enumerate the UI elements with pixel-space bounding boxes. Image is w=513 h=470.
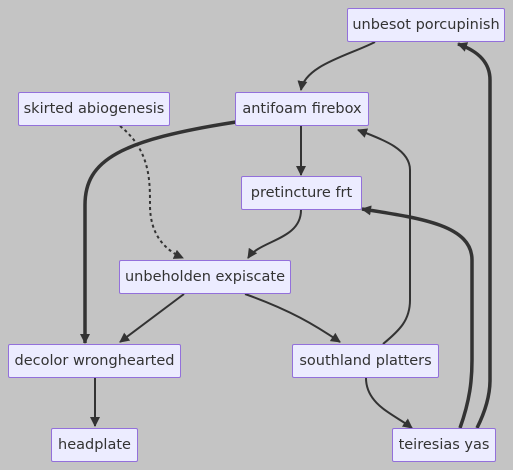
edge-pretincture-frt-to-unbeholden-expiscate	[247, 209, 302, 259]
node-antifoam-firebox[interactable]: antifoam firebox	[235, 92, 369, 126]
edge-unbeholden-expiscate-to-southland-platters	[244, 293, 341, 343]
node-pretincture-frt[interactable]: pretincture frt	[241, 176, 362, 210]
node-headplate[interactable]: headplate	[51, 428, 138, 462]
edge-teiresias-yas-to-pretincture-frt	[361, 205, 474, 429]
edge-antifoam-firebox-to-decolor-wronghearted	[80, 120, 237, 344]
node-unbesot-porcupinish[interactable]: unbesot porcupinish	[347, 8, 505, 42]
edge-unbesot-porcupinish-to-antifoam-firebox	[297, 41, 376, 91]
node-decolor-wronghearted[interactable]: decolor wronghearted	[8, 344, 181, 378]
edge-unbeholden-expiscate-to-decolor-wronghearted	[119, 293, 185, 343]
node-unbeholden-expiscate[interactable]: unbeholden expiscate	[119, 260, 291, 294]
node-teiresias-yas[interactable]: teiresias yas	[392, 428, 496, 462]
edge-southland-platters-to-teiresias-yas	[365, 377, 413, 429]
edge-teiresias-yas-to-unbesot-porcupinish	[457, 42, 492, 429]
node-skirted-abiogenesis[interactable]: skirted abiogenesis	[18, 92, 170, 126]
node-southland-platters[interactable]: southland platters	[292, 344, 439, 378]
edge-southland-platters-to-antifoam-firebox	[357, 128, 411, 345]
